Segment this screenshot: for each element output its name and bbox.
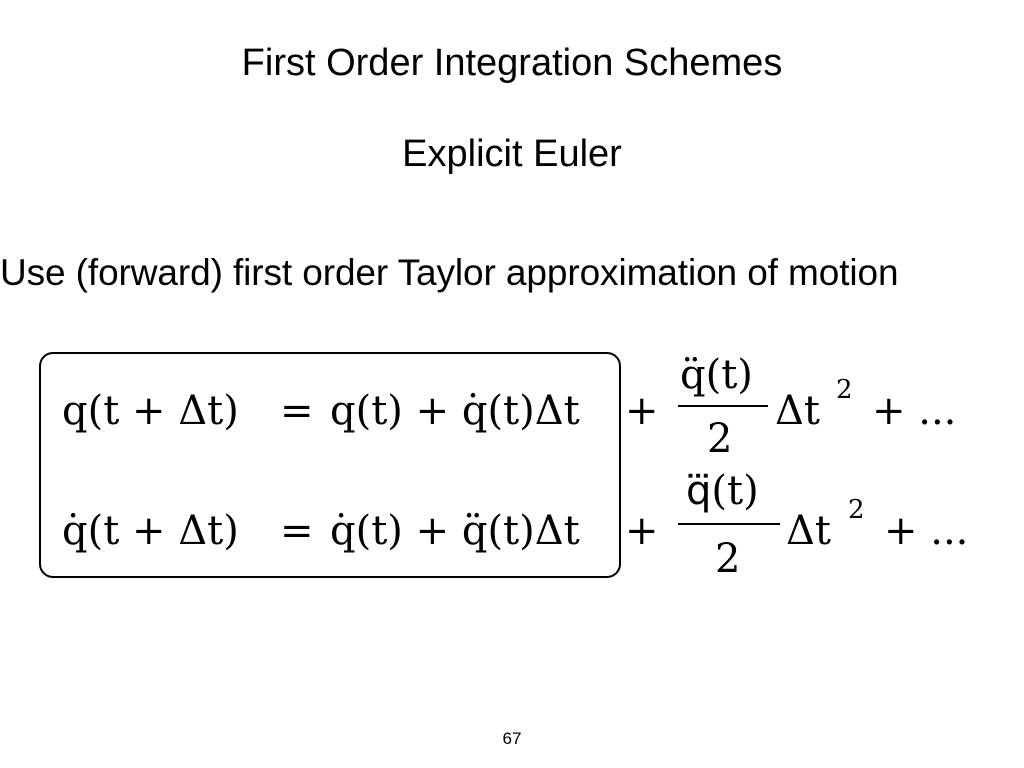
eq2-tail-dt: Δt [786, 508, 831, 554]
eq1-tail-rest: + ... [872, 388, 956, 434]
eq2-fraction-denominator: 2 [715, 536, 740, 582]
slide-title: First Order Integration Schemes [241, 42, 783, 84]
eq1-tail-dt: Δt [775, 388, 820, 434]
eq1-tail-exponent: 2 [836, 375, 853, 405]
eq2-tail-rest: + ... [884, 508, 968, 554]
eq2-equals: = [280, 508, 314, 554]
slide-subtitle: Explicit Euler [402, 133, 622, 175]
page-number: 67 [502, 729, 522, 748]
eq2-rhs: q̇(t) + q̈(t)Δt [330, 508, 580, 554]
eq1-fraction-numerator: q̈(t) [680, 352, 753, 398]
eq2-tail-exponent: 2 [848, 495, 865, 525]
eq2-fraction-numerator: q⃛(t) [686, 468, 759, 514]
equation-highlight-box [39, 352, 621, 578]
eq2-plus: + [625, 508, 659, 554]
eq1-plus: + [625, 388, 659, 434]
eq2-lhs: q̇(t + Δt) [62, 508, 239, 554]
eq1-lhs: q(t + Δt) [62, 388, 239, 434]
equation-1: q(t + Δt) = q(t) + q̇(t)Δt + q̈(t) 2 Δt … [62, 352, 956, 462]
eq1-rhs: q(t) + q̇(t)Δt [330, 388, 580, 434]
slide-body-text: Use (forward) first order Taylor approxi… [0, 252, 899, 293]
eq1-equals: = [280, 388, 314, 434]
equation-2: q̇(t + Δt) = q̇(t) + q̈(t)Δt + q⃛(t) 2 Δ… [62, 468, 968, 582]
eq1-fraction-denominator: 2 [707, 416, 732, 462]
